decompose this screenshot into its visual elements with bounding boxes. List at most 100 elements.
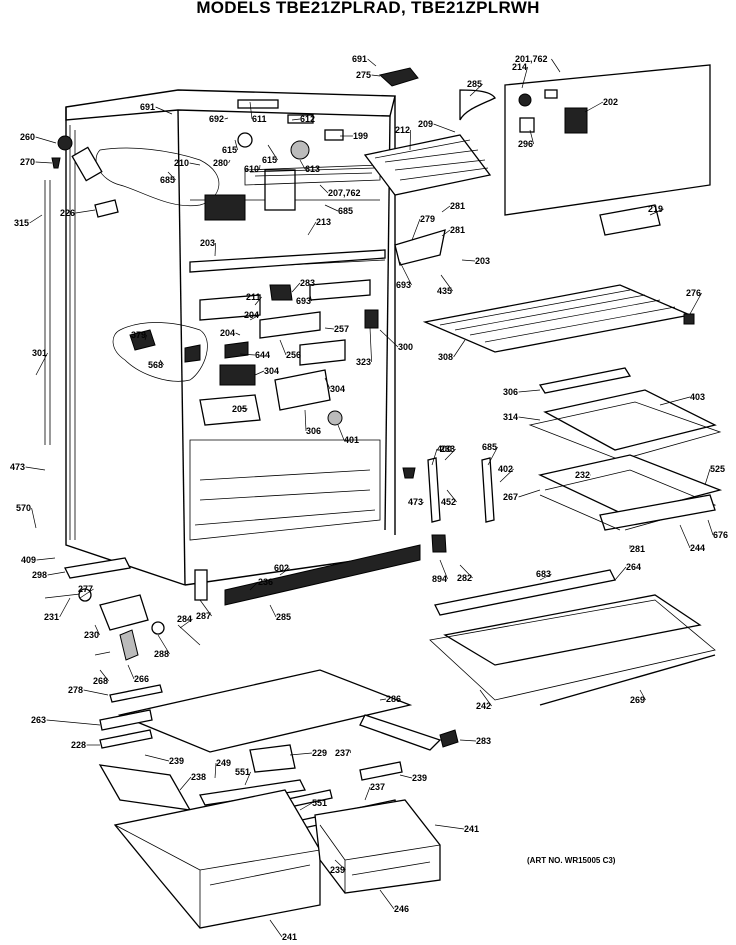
callout-leader-70 [707, 519, 714, 536]
freezer-shelf-wire [363, 134, 492, 196]
part-callout-228: 228 [71, 740, 86, 750]
part-callout-257: 257 [334, 324, 349, 334]
part-callout-568: 568 [148, 360, 163, 370]
callout-leader-109 [379, 889, 395, 910]
freezer-fan-assembly [204, 99, 381, 221]
part-callout-615: 615 [262, 155, 277, 165]
part-callout-241: 241 [464, 824, 479, 834]
callout-leader-83 [94, 624, 100, 636]
part-callout-894: 894 [432, 574, 447, 584]
callout-leader-31 [214, 242, 216, 257]
part-callout-693: 693 [396, 280, 411, 290]
part-callout-286: 286 [386, 694, 401, 704]
part-callout-267: 267 [503, 492, 518, 502]
callout-leader-105 [364, 786, 371, 801]
part-callout-203: 203 [475, 256, 490, 266]
part-callout-239: 239 [169, 756, 184, 766]
callout-leader-51 [453, 339, 466, 358]
part-callout-304: 304 [264, 366, 279, 376]
part-callout-244: 244 [690, 543, 705, 553]
part-callout-473: 473 [10, 462, 25, 472]
rail-232 [481, 457, 495, 523]
part-callout-304: 304 [330, 384, 345, 394]
callout-leader-59 [431, 448, 438, 466]
callout-leader-26 [75, 209, 96, 214]
callout-leader-52 [239, 407, 248, 410]
part-callout-269: 269 [630, 695, 645, 705]
callout-leader-80 [539, 573, 552, 581]
part-callout-615: 615 [222, 145, 237, 155]
part-callout-275: 275 [356, 70, 371, 80]
part-callout-612: 612 [300, 114, 315, 124]
callout-leader-42 [324, 327, 335, 330]
part-callout-256: 256 [286, 350, 301, 360]
callout-leader-104 [179, 776, 192, 791]
part-callout-199: 199 [353, 131, 368, 141]
callout-leader-56 [337, 424, 345, 441]
part-callout-570: 570 [16, 503, 31, 513]
part-callout-211: 211 [246, 292, 261, 302]
part-callout-402: 402 [498, 464, 513, 474]
part-callout-249: 249 [216, 758, 231, 768]
part-callout-203: 203 [200, 238, 215, 248]
part-callout-276: 276 [686, 288, 701, 298]
part-callout-315: 315 [14, 218, 29, 228]
callout-leader-86 [157, 634, 170, 655]
part-callout-692: 692 [209, 114, 224, 124]
callout-leader-4 [469, 83, 483, 97]
part-callout-284: 284 [177, 614, 192, 624]
callout-leader-78 [459, 564, 473, 579]
callout-leader-102 [244, 771, 251, 786]
part-callout-409: 409 [21, 555, 36, 565]
callout-leader-72 [679, 524, 691, 549]
callout-leader-66 [518, 489, 541, 498]
callout-leader-25 [29, 214, 43, 224]
part-callout-452: 452 [441, 497, 456, 507]
callout-leader-79 [79, 588, 94, 599]
callout-leader-89 [99, 669, 109, 682]
part-callout-308: 308 [438, 352, 453, 362]
part-callout-204: 204 [220, 328, 235, 338]
part-callout-400: 400 [437, 444, 452, 454]
callout-leader-1 [371, 74, 381, 77]
part-callout-287: 287 [196, 611, 211, 621]
crisper-cover [99, 669, 442, 773]
part-callout-314: 314 [503, 412, 518, 422]
part-callout-298: 298 [32, 570, 47, 580]
part-callout-676: 676 [713, 530, 728, 540]
callout-leader-43 [144, 334, 147, 341]
part-callout-285: 285 [276, 612, 291, 622]
part-callout-551: 551 [235, 767, 250, 777]
callout-leader-8 [249, 101, 253, 120]
callout-leader-41 [249, 314, 260, 321]
part-callout-202: 202 [603, 97, 618, 107]
callout-leader-50 [324, 377, 331, 390]
callout-leader-54 [518, 389, 541, 393]
part-callout-242: 242 [476, 701, 491, 711]
part-callout-233: 233 [440, 444, 455, 454]
callout-leader-73 [36, 557, 56, 561]
callout-leader-35 [291, 282, 301, 293]
callout-leader-94 [46, 719, 101, 726]
art-number: (ART NO. WR15005 C3) [527, 856, 616, 865]
callout-leader-84 [269, 604, 277, 618]
callout-leader-30 [441, 229, 451, 237]
callout-leader-47 [379, 329, 399, 348]
callout-leader-37 [689, 292, 702, 315]
part-callout-685: 685 [482, 442, 497, 452]
callout-leader-93 [479, 689, 492, 707]
callout-leader-34 [399, 261, 412, 286]
part-callout-237: 237 [370, 782, 385, 792]
wire-shelf-205 [422, 284, 695, 353]
part-callout-644: 644 [255, 350, 270, 360]
callout-leader-12 [433, 123, 456, 133]
part-callout-525: 525 [710, 464, 725, 474]
part-callout-285: 285 [467, 79, 482, 89]
callout-leader-29 [307, 221, 317, 236]
part-callout-241: 241 [282, 932, 297, 942]
callout-leader-108 [269, 919, 283, 938]
part-callout-239: 239 [330, 865, 345, 875]
part-callout-282: 282 [457, 573, 472, 583]
callout-leader-77 [47, 571, 66, 576]
part-callout-473: 473 [408, 497, 423, 507]
